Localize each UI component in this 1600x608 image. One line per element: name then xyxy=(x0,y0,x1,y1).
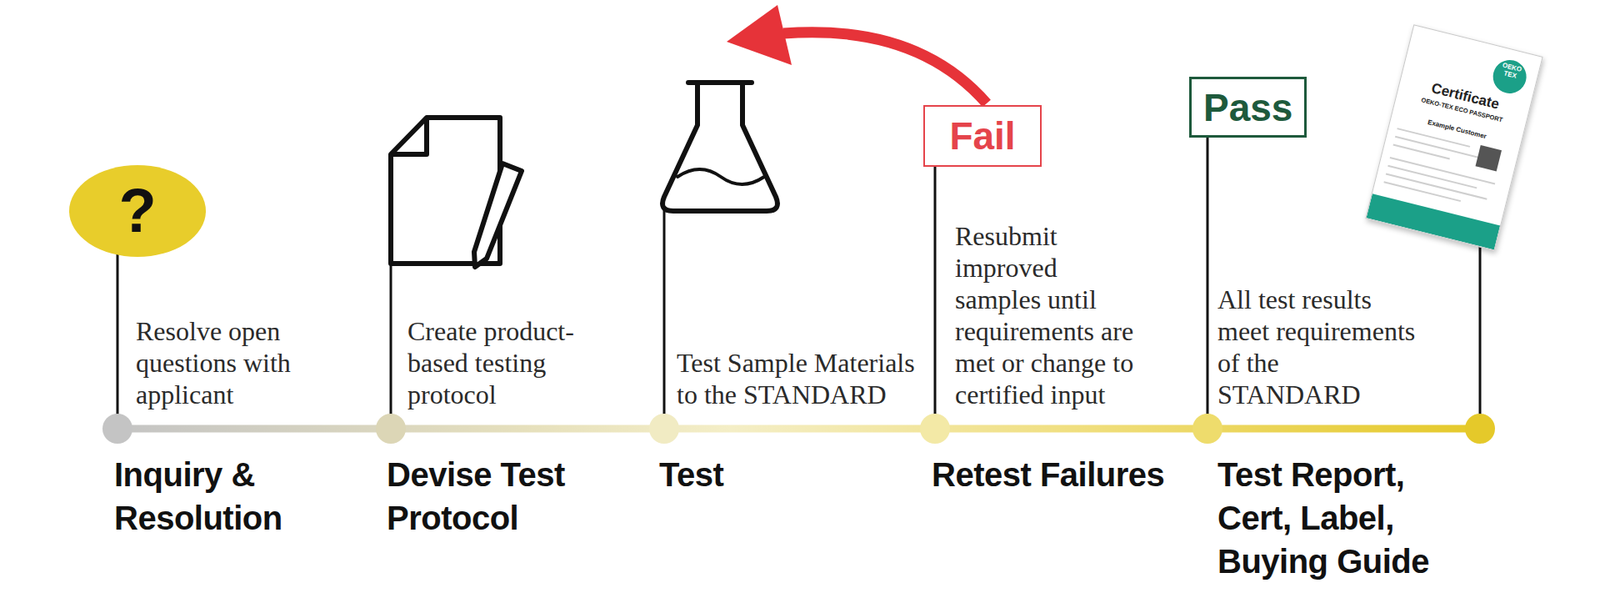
question-ellipse: ? xyxy=(69,165,206,257)
fail-flag: Fail xyxy=(923,105,1042,167)
stem-line xyxy=(116,250,120,429)
document-icon xyxy=(390,117,522,267)
flask-icon xyxy=(662,82,778,211)
flask-liquid xyxy=(677,169,765,185)
stem-line xyxy=(1206,136,1210,429)
step-heading: Inquiry & Resolution xyxy=(114,452,356,540)
pass-flag: Pass xyxy=(1189,76,1307,138)
pen-icon xyxy=(474,163,522,267)
stems xyxy=(117,136,1480,429)
step-description: Create product-based testing protocol xyxy=(407,315,621,410)
flask-rim xyxy=(688,80,752,85)
stem-line xyxy=(663,210,666,429)
timeline-dot xyxy=(1465,413,1495,444)
node-text: ? xyxy=(118,180,156,242)
stem-line xyxy=(934,166,937,429)
step-heading: Test xyxy=(659,452,901,496)
stem-line xyxy=(1479,241,1482,429)
timeline-dot xyxy=(375,413,406,444)
node-text: Fail xyxy=(949,116,1015,155)
step-description: Resolve open questions with applicant xyxy=(135,315,355,410)
flask-body xyxy=(662,83,778,211)
stem-line xyxy=(390,263,393,429)
certificate-text-line xyxy=(1393,144,1450,160)
timeline-bar xyxy=(117,425,1480,433)
step-heading: Test Report, Cert, Label, Buying Guide xyxy=(1217,452,1464,583)
retry-arrow-shaft xyxy=(783,32,987,104)
step-description: Test Sample Materials to the STANDARD xyxy=(676,346,919,410)
certificate-band xyxy=(1366,193,1501,250)
retry-arrow-head xyxy=(726,5,792,65)
certificate-qr-code xyxy=(1475,145,1502,172)
timeline-dot xyxy=(649,413,680,444)
step-description: All test results meet requirements of th… xyxy=(1217,283,1422,410)
node-text: Pass xyxy=(1203,88,1293,127)
document-fold xyxy=(390,117,427,155)
certificate-card: OEKO TEXCertificateOEKO-TEX ECO PASSPORT… xyxy=(1365,24,1543,251)
step-heading: Retest Failures xyxy=(931,452,1174,496)
step-description: Resubmit improved samples until requirem… xyxy=(955,220,1137,410)
timeline-dot xyxy=(102,413,133,444)
timeline-dot xyxy=(1192,413,1223,444)
step-heading: Devise Test Protocol xyxy=(386,452,629,540)
timeline-dot xyxy=(920,413,950,444)
